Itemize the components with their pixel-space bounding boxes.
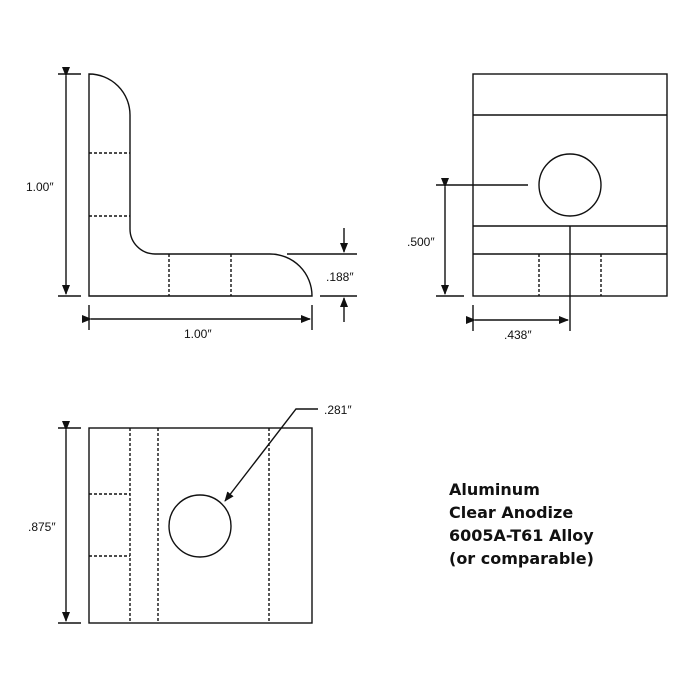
finish-label: Clear Anodize — [449, 503, 574, 522]
mounting-hole — [168, 494, 232, 558]
thickness-label: .188″ — [326, 270, 354, 284]
mounting-hole — [538, 153, 602, 217]
material-label: Aluminum — [449, 480, 540, 499]
side-height-label: 1.00″ — [26, 180, 54, 194]
material-notes: Aluminum Clear Anodize 6005A-T61 Alloy (… — [449, 478, 594, 570]
bottom-height-label: .875″ — [28, 520, 56, 534]
hole-offset-label: .438″ — [504, 328, 532, 342]
qualifier-label: (or comparable) — [449, 549, 594, 568]
bottom-view — [58, 408, 318, 624]
side-width-label: 1.00″ — [184, 327, 212, 341]
hole-diameter-label: .281″ — [324, 403, 352, 417]
alloy-label: 6005A-T61 Alloy — [449, 526, 594, 545]
hole-height-label: .500″ — [407, 235, 435, 249]
front-view — [436, 73, 668, 331]
side-view — [58, 67, 357, 330]
